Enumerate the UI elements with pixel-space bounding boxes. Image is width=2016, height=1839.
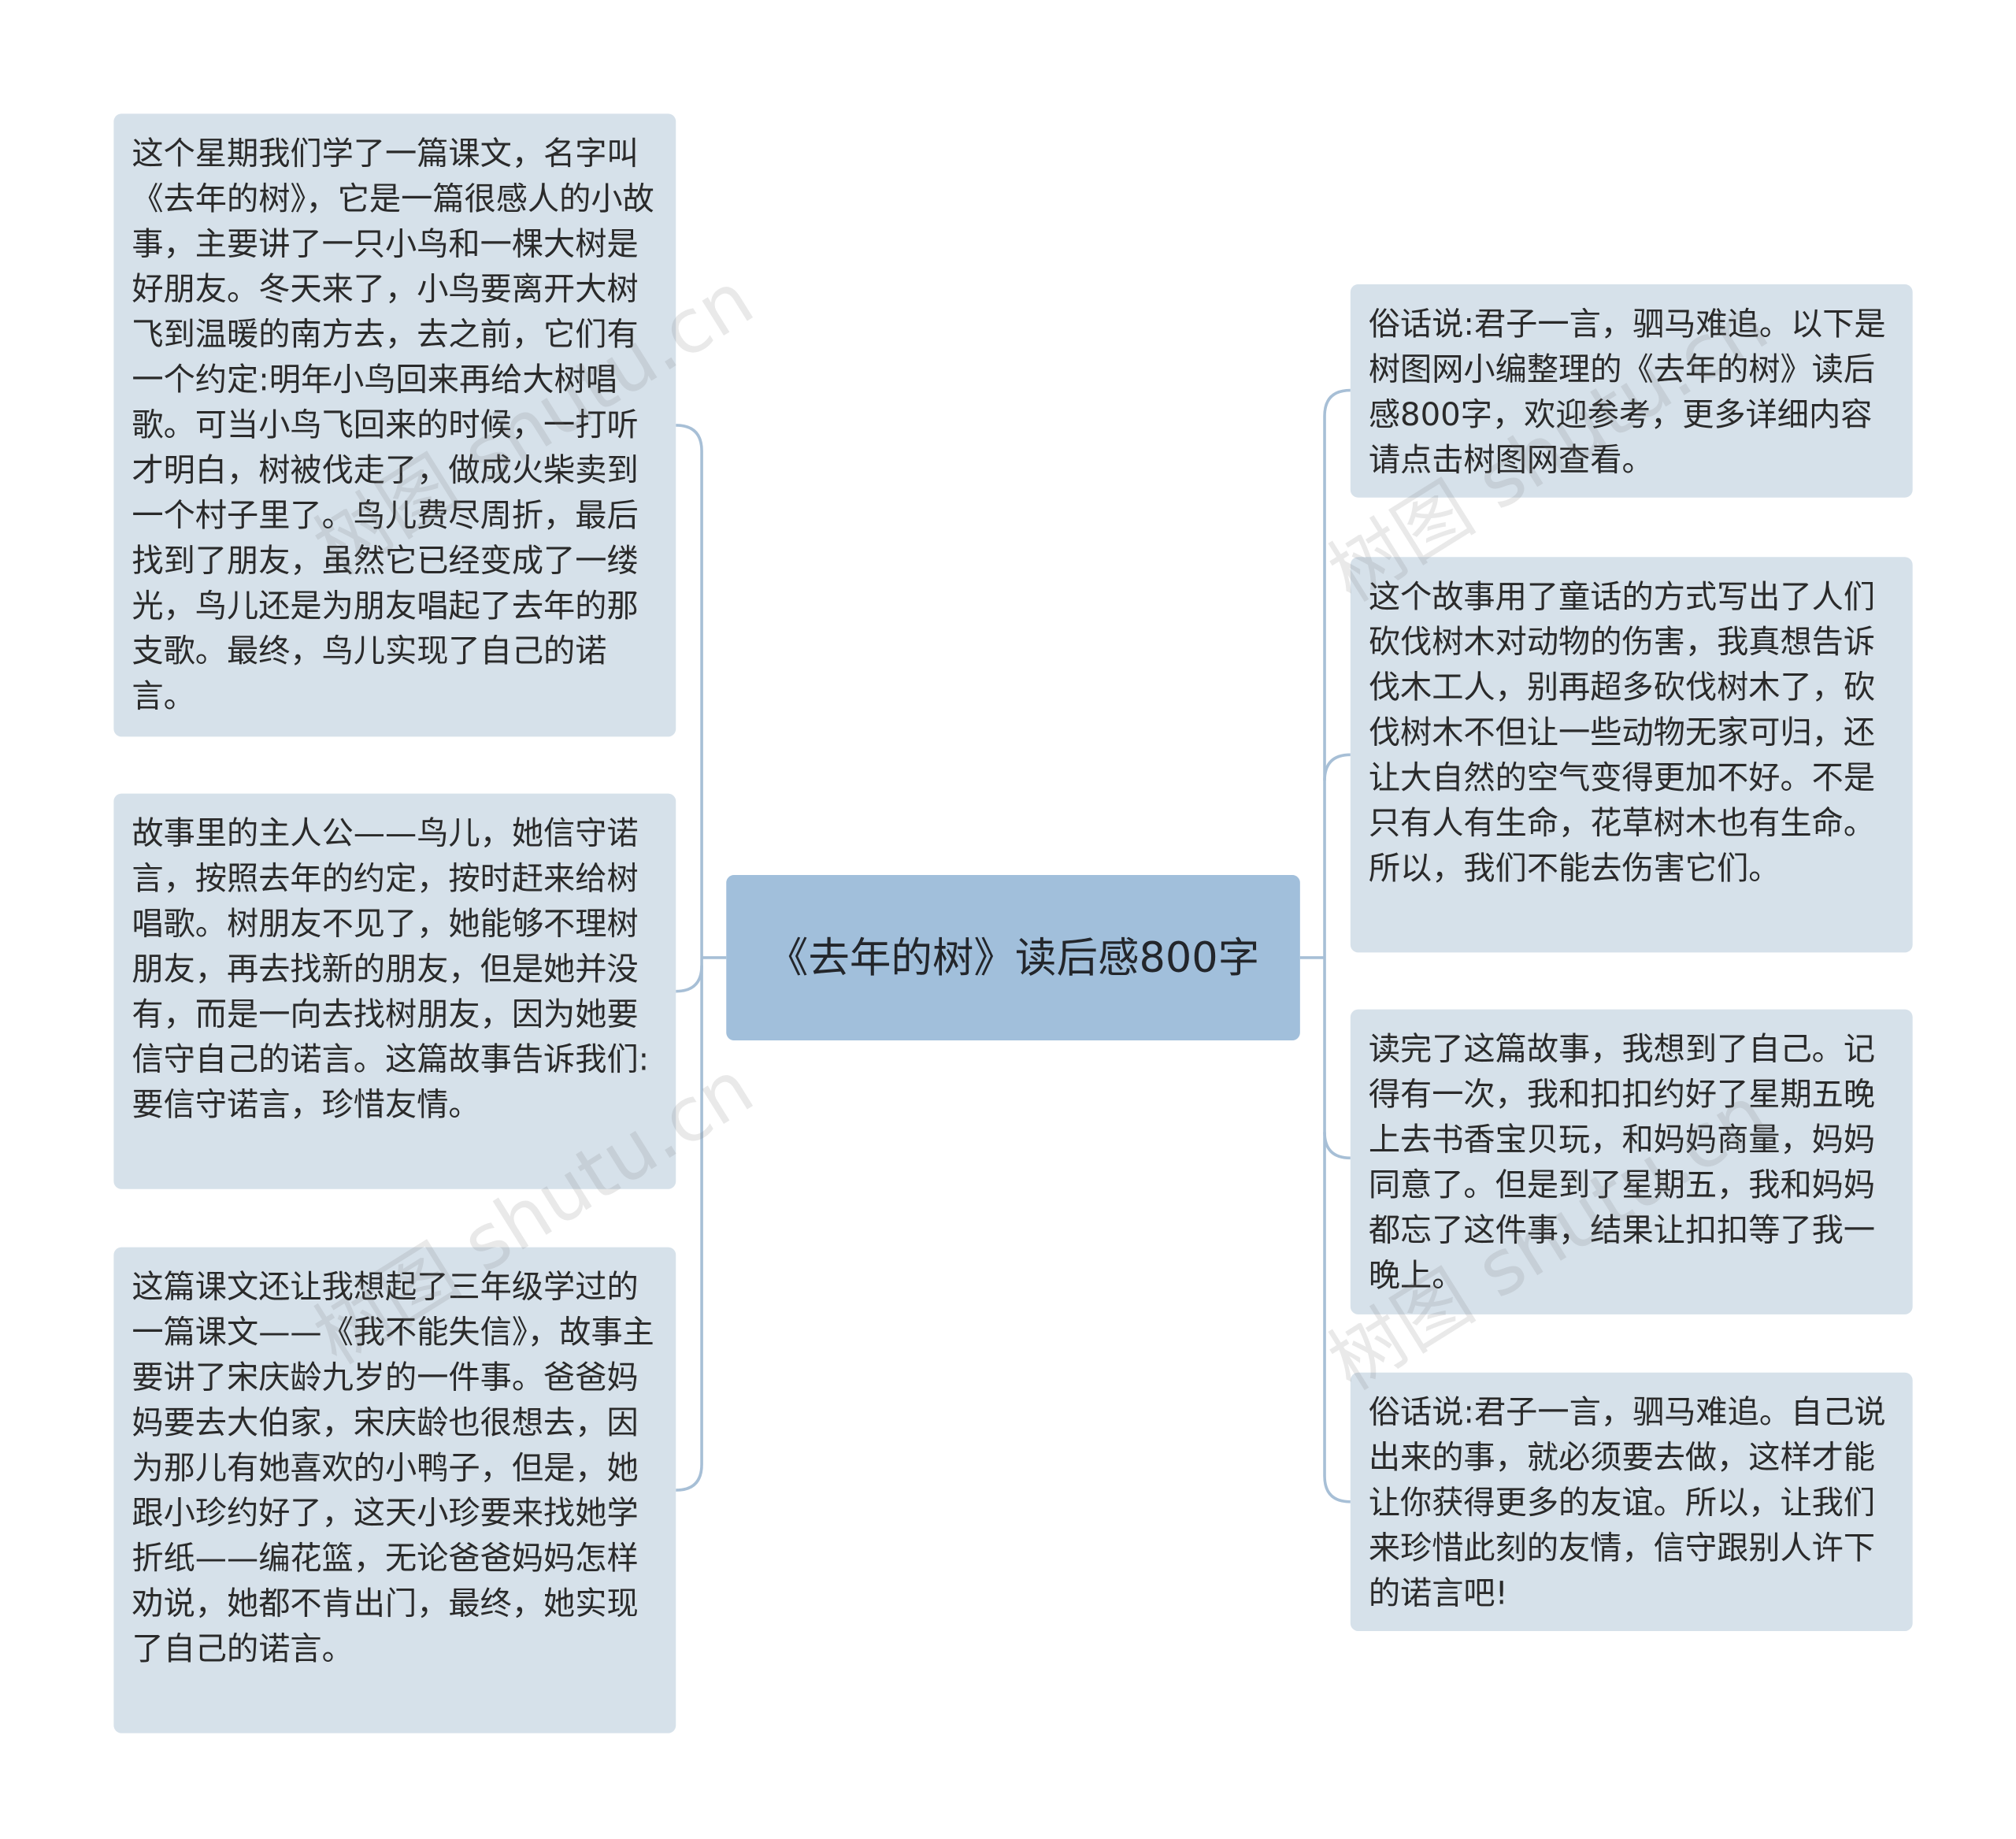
connector-right-bus (1323, 388, 1351, 1503)
left-topic-1[interactable]: 这个星期我们学了一篇课文，名字叫《去年的树》，它是一篇很感人的小故事，主要讲了一… (113, 113, 676, 737)
central-topic-label: 《去年的树》读后感800字 (766, 932, 1260, 983)
left-topic-2[interactable]: 故事里的主人公——鸟儿，她信守诺言，按照去年的约定，按时赶来给树唱歌。树朋友不见… (113, 793, 676, 1189)
left-topic-2-text: 故事里的主人公——鸟儿，她信守诺言，按照去年的约定，按时赶来给树唱歌。树朋友不见… (132, 814, 650, 1124)
right-topic-4-text: 俗话说:君子一言，驷马难追。自己说出来的事，就必须要去做，这样才能让你获得更多的… (1368, 1392, 1886, 1612)
connector-right-3 (1323, 1132, 1351, 1160)
right-topic-3-text: 读完了这篇故事，我想到了自己。记得有一次，我和扣扣约好了星期五晚上去书香宝贝玩，… (1368, 1029, 1876, 1294)
left-topic-3-text: 这篇课文还让我想起了三年级学过的一篇课文——《我不能失信》，故事主要讲了宋庆龄九… (132, 1267, 654, 1667)
right-topic-1[interactable]: 俗话说:君子一言，驷马难追。以下是树图网小编整理的《去年的树》读后感800字，欢… (1350, 284, 1913, 498)
central-topic[interactable]: 《去年的树》读后感800字 (726, 874, 1300, 1041)
right-topic-3[interactable]: 读完了这篇故事，我想到了自己。记得有一次，我和扣扣约好了星期五晚上去书香宝贝玩，… (1350, 1009, 1913, 1314)
left-topic-3[interactable]: 这篇课文还让我想起了三年级学过的一篇课文——《我不能失信》，故事主要讲了宋庆龄九… (113, 1247, 676, 1733)
left-topic-1-text: 这个星期我们学了一篇课文，名字叫《去年的树》，它是一篇很感人的小故事，主要讲了一… (132, 134, 654, 715)
right-topic-4[interactable]: 俗话说:君子一言，驷马难追。自己说出来的事，就必须要去做，这样才能让你获得更多的… (1350, 1372, 1913, 1631)
right-topic-1-text: 俗话说:君子一言，驷马难追。以下是树图网小编整理的《去年的树》读后感800字，欢… (1368, 305, 1886, 479)
right-topic-2[interactable]: 这个故事用了童话的方式写出了人们砍伐树木对动物的伤害，我真想告诉伐木工人，别再超… (1350, 557, 1913, 953)
connector-left-bus (676, 424, 703, 1492)
connector-left-2 (676, 965, 703, 993)
right-topic-2-text: 这个故事用了童话的方式写出了人们砍伐树木对动物的伤害，我真想告诉伐木工人，别再超… (1368, 577, 1876, 887)
connector-right-2 (1323, 753, 1351, 781)
